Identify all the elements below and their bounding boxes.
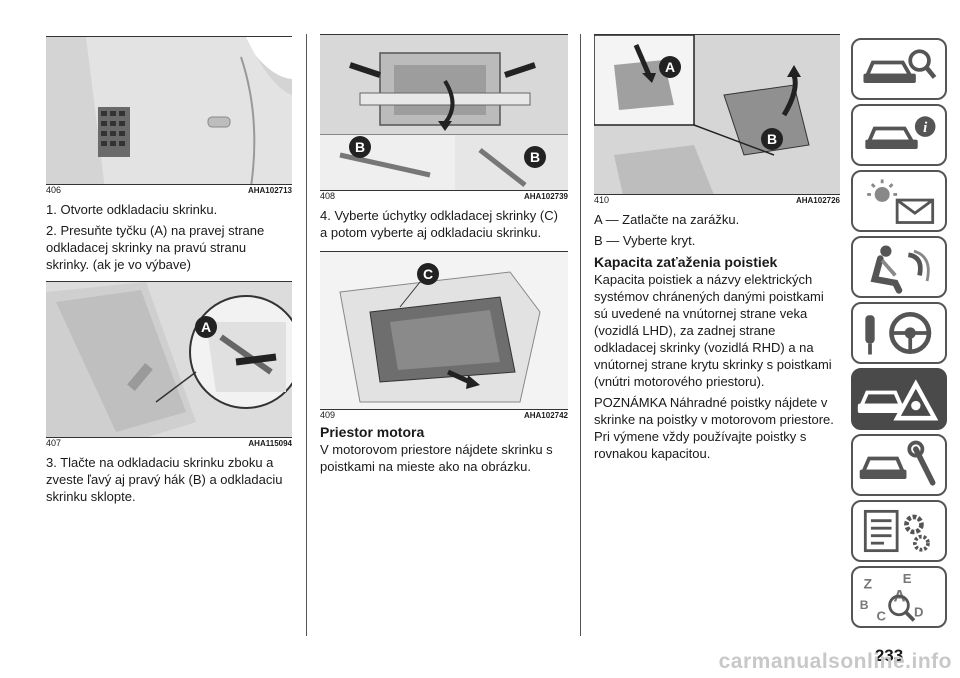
car-breakdown-warning-icon bbox=[857, 379, 939, 421]
tab-specifications[interactable] bbox=[851, 500, 947, 562]
figure-caption-bar: 406 AHA102713 bbox=[46, 184, 292, 196]
callout-b: B bbox=[355, 139, 365, 155]
car-service-wrench-icon bbox=[859, 440, 936, 486]
glovebox-closed-illustration bbox=[46, 37, 292, 196]
figure-caption-bar: 410 AHA102726 bbox=[594, 194, 840, 206]
car-search-icon bbox=[863, 49, 937, 84]
callout-a: A bbox=[665, 59, 675, 75]
car-info-icon: i bbox=[865, 116, 936, 150]
glovebox-removal-illustration: C bbox=[320, 252, 568, 421]
section-heading: Priestor motora bbox=[320, 424, 425, 440]
figure-code: AHA102713 bbox=[247, 185, 292, 195]
seat-airbag-icon bbox=[870, 245, 930, 294]
index-letter: B bbox=[860, 598, 869, 612]
column-2: B B 408 AHA102739 4. Vyberte úchytky odk… bbox=[320, 0, 568, 475]
figure-code: AHA102742 bbox=[523, 410, 568, 420]
step-1-text: 1. Otvorte odkladaciu skrinku. bbox=[46, 202, 218, 217]
watermark: carmanualsonline.info bbox=[718, 650, 952, 673]
note-text: POZNÁMKA Náhradné poistky nájdete v skri… bbox=[594, 395, 834, 427]
step-a-text: A — Zatlačte na zarážku. bbox=[594, 212, 740, 227]
figure-code: AHA115094 bbox=[248, 438, 292, 448]
figure-number: 409 bbox=[320, 410, 336, 420]
index-letter: D bbox=[914, 605, 923, 620]
warning-lights-message-icon bbox=[867, 179, 935, 224]
tab-index[interactable]: Z E A B C D bbox=[851, 566, 947, 628]
tab-maintenance[interactable] bbox=[851, 434, 947, 496]
tab-safety[interactable] bbox=[851, 236, 947, 298]
figure-410: A B 410 AHA102726 bbox=[594, 34, 840, 206]
fuse-box-illustration: A B bbox=[594, 35, 840, 206]
tab-car-info[interactable]: i bbox=[851, 104, 947, 166]
figure-caption-bar: 409 AHA102742 bbox=[320, 409, 568, 421]
figure-number: 410 bbox=[594, 195, 610, 205]
figure-number: 407 bbox=[46, 438, 62, 448]
figure-408: B B 408 AHA102739 bbox=[320, 34, 568, 202]
figure-code: AHA102739 bbox=[523, 191, 568, 201]
engine-bay-text: V motorovom priestore nájdete skrinku s … bbox=[320, 442, 553, 474]
callout-a: A bbox=[201, 319, 211, 335]
section-heading: Kapacita zaťaženia poistiek bbox=[594, 254, 778, 270]
tab-emergency[interactable] bbox=[851, 368, 947, 430]
figure-number: 408 bbox=[320, 191, 336, 201]
column-3: A B 410 AHA102726 A — Zatlačte na zarážk… bbox=[594, 0, 840, 462]
figure-406: 406 AHA102713 bbox=[46, 36, 292, 196]
tab-car-search[interactable] bbox=[851, 38, 947, 100]
column-divider bbox=[580, 34, 581, 636]
tab-warning-lights[interactable] bbox=[851, 170, 947, 232]
glovebox-hooks-illustration: B B bbox=[320, 35, 568, 202]
figure-caption-bar: 407 AHA115094 bbox=[46, 437, 292, 449]
column-1: 406 AHA102713 1. Otvorte odkladaciu skri… bbox=[46, 0, 292, 505]
alphabetical-index-icon: Z E A B C D bbox=[860, 571, 924, 623]
callout-b: B bbox=[767, 131, 777, 147]
figure-caption-bar: 408 AHA102739 bbox=[320, 190, 568, 202]
step-2-text: 2. Presuňte tyčku (A) na pravej strane o… bbox=[46, 223, 265, 272]
callout-c: C bbox=[423, 266, 433, 282]
fuse-capacity-text: Kapacita poistiek a názvy elektrických s… bbox=[594, 272, 832, 389]
figure-407: A 407 AHA115094 bbox=[46, 281, 292, 449]
column-divider bbox=[306, 34, 307, 636]
svg-text:i: i bbox=[923, 120, 928, 136]
specifications-gear-icon bbox=[863, 509, 930, 553]
index-letter: Z bbox=[863, 576, 872, 592]
step-b-text: B — Vyberte kryt. bbox=[594, 233, 696, 248]
callout-b: B bbox=[530, 149, 540, 165]
figure-code: AHA102726 bbox=[795, 195, 840, 205]
figure-number: 406 bbox=[46, 185, 62, 195]
tab-starting-driving[interactable] bbox=[851, 302, 947, 364]
replacement-text: Pri výmene vždy používajte poistky s rov… bbox=[594, 429, 807, 461]
step-4-text: 4. Vyberte úchytky odkladacej skrinky (C… bbox=[320, 208, 558, 240]
step-3-text: 3. Tlačte na odkladaciu skrinku zboku a … bbox=[46, 455, 283, 504]
page-number: 233 bbox=[874, 646, 904, 665]
index-letter: E bbox=[903, 571, 912, 586]
index-letter: C bbox=[877, 608, 887, 623]
figure-409: C 409 AHA102742 bbox=[320, 251, 568, 421]
key-steering-wheel-icon bbox=[865, 311, 932, 355]
glovebox-rod-illustration: A bbox=[46, 282, 292, 449]
